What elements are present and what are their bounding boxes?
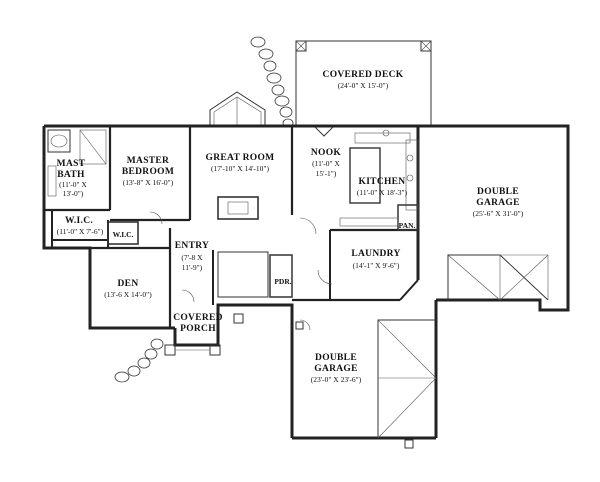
bay-window [209,91,335,137]
garage-right-door [447,254,549,301]
den-dim: (13'-6 X 14'-0") [104,290,152,299]
laundry-label: LAUNDRY [351,249,400,259]
mast-bath-label-1: MAST [57,159,86,169]
stepping-stones-top [250,36,294,128]
room-labels: COVERED DECK (24'-0" X 15'-0") NOOK (11'… [57,70,524,384]
master-bedroom-dim: (13'-8" X 16'-0") [123,178,174,187]
covered-deck-label: COVERED DECK [323,70,404,80]
nook-label: NOOK [311,148,342,158]
garage-bottom-door [377,319,437,439]
garage-bottom-label-1: DOUBLE [315,353,357,363]
pantry-label: PAN. [399,221,416,230]
door-swings [149,211,333,331]
mast-bath-dim-1: (11'-0" X [59,180,87,189]
posts [233,313,414,449]
nook-dim-1: (11'-0" X [312,159,340,168]
great-room-label: GREAT ROOM [206,153,275,163]
garage-bottom-label-2: GARAGE [314,364,358,374]
wic-master-dim: (11'-0" X 7'-6") [57,227,104,236]
mast-bath-dim-2: 13'-0") [63,189,84,198]
covered-porch-posts [164,344,221,356]
entry-dim-2: 11'-9") [182,263,203,272]
mast-bath-label-2: BATH [57,170,85,180]
stepping-stones-bottom [114,338,164,383]
powder-label: PDR. [274,277,291,286]
covered-porch-label-1: COVERED [173,313,223,323]
covered-deck-dim: (24'-0" X 15'-0") [338,81,389,90]
nook-dim-2: 15'-1") [316,169,337,178]
garage-right-label-2: GARAGE [476,198,520,208]
garage-right-label-1: DOUBLE [477,187,519,197]
laundry-dim: (14'-1" X 9'-6") [353,261,400,270]
interior-walls [44,126,419,328]
great-room-dim: (17'-10" X 14'-10") [211,164,269,173]
bath-fixtures [47,129,107,197]
wic-master-label: W.I.C. [65,216,93,226]
garage-bottom-dim: (23'-0" X 23'-6") [311,375,362,384]
fireplace [217,196,259,220]
wic-small-label: W.I.C. [113,230,134,239]
garage-right-dim: (25'-6" X 31'-0") [473,209,524,218]
kitchen-dim: (11'-0" X 18'-3") [357,188,408,197]
entry-dim-1: (7'-8 X [181,253,203,262]
covered-deck [295,40,432,126]
kitchen-fixtures [339,129,419,227]
den-label: DEN [118,279,139,289]
master-bedroom-label-2: BEDROOM [122,167,174,177]
entry-label: ENTRY [175,241,209,251]
covered-porch-label-2: PORCH [180,324,216,334]
kitchen-label: KITCHEN [359,177,406,187]
master-bedroom-label-1: MASTER [127,156,169,166]
